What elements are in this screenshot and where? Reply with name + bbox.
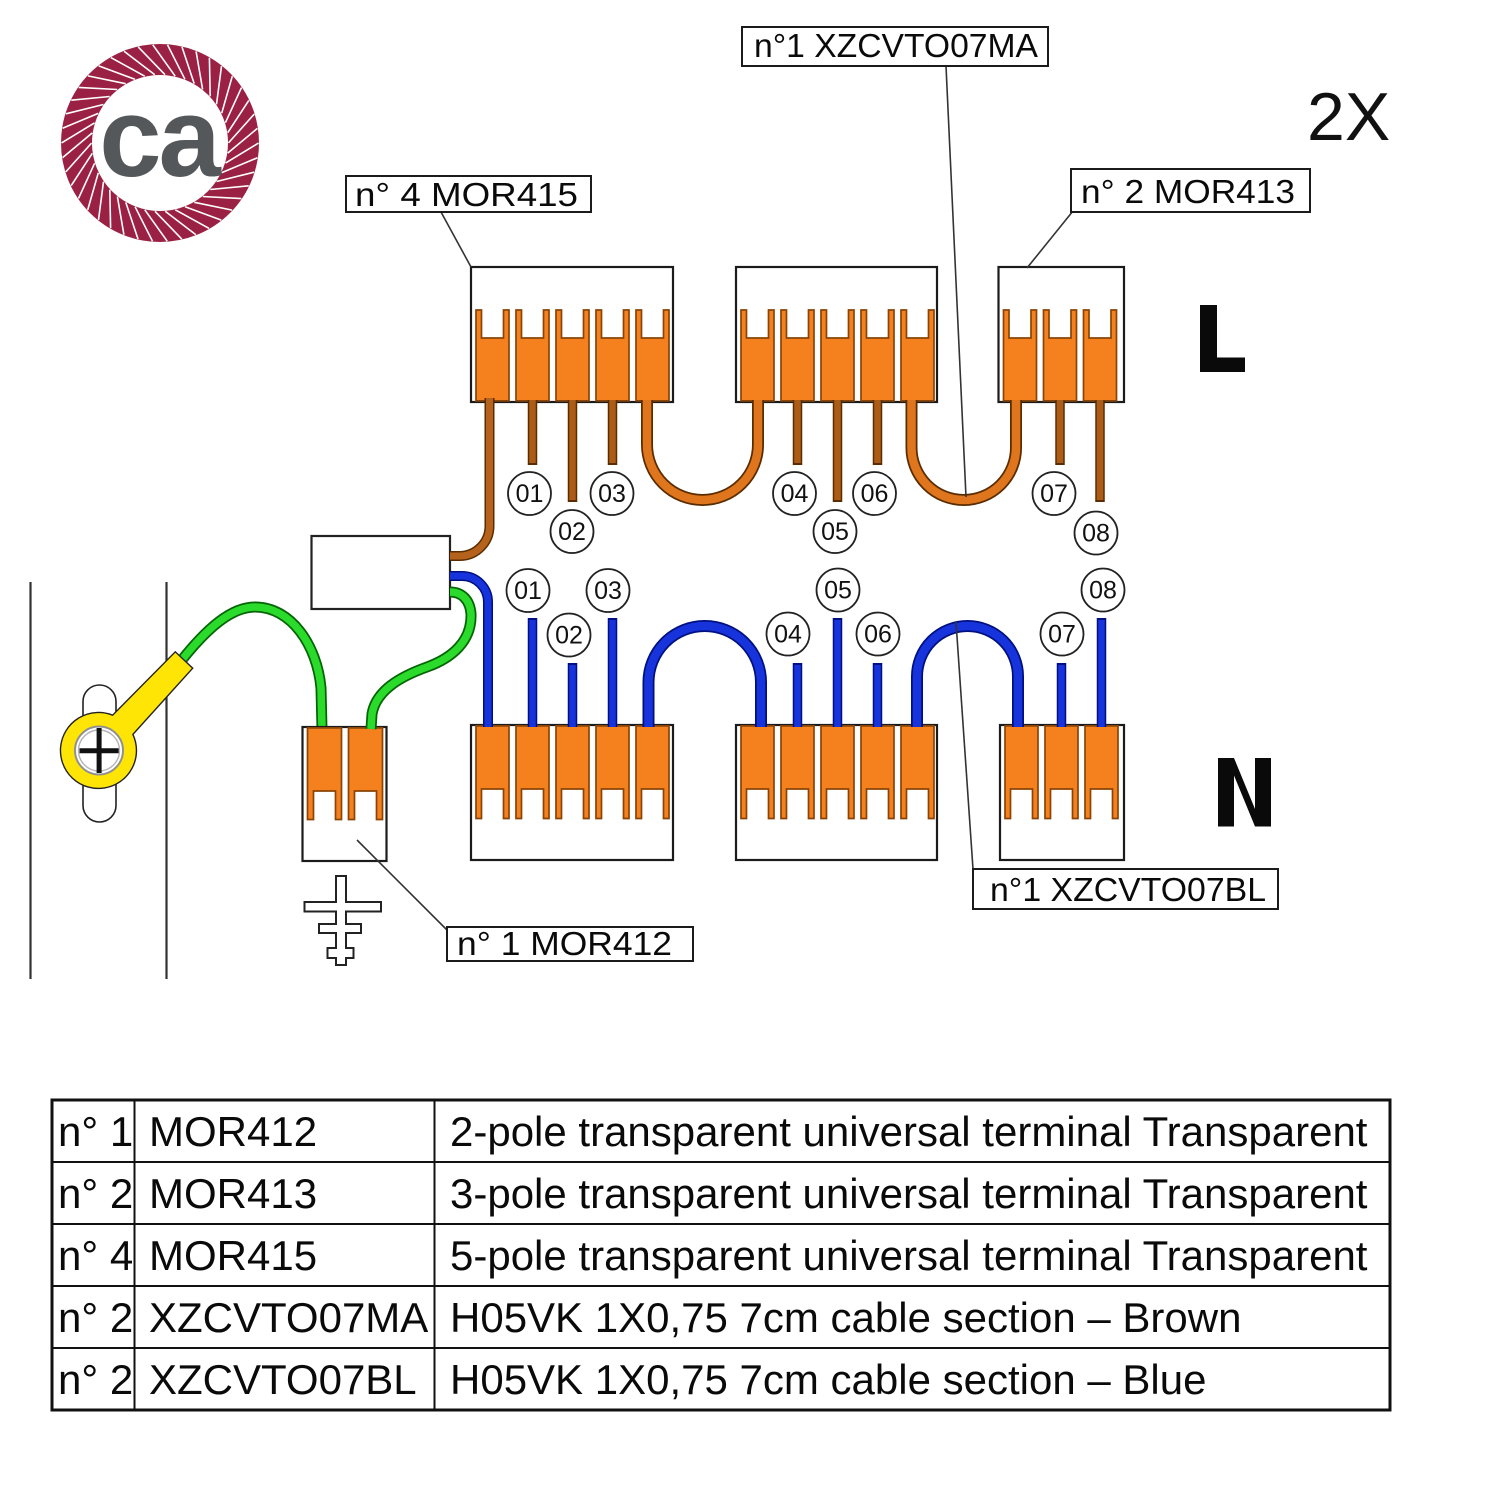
svg-text:n° 2: n° 2 — [58, 1294, 133, 1341]
svg-text:08: 08 — [1089, 577, 1117, 605]
svg-text:MOR412: MOR412 — [149, 1108, 317, 1155]
svg-text:MOR415: MOR415 — [149, 1232, 317, 1279]
svg-text:ca: ca — [99, 75, 221, 200]
svg-text:2X: 2X — [1307, 79, 1390, 155]
svg-text:n° 4 MOR415: n° 4 MOR415 — [355, 176, 578, 213]
svg-text:08: 08 — [1082, 520, 1110, 548]
svg-text:01: 01 — [516, 480, 544, 508]
svg-text:MOR413: MOR413 — [149, 1170, 317, 1217]
svg-text:n° 2: n° 2 — [58, 1170, 133, 1217]
svg-text:03: 03 — [598, 480, 626, 508]
svg-text:n° 1: n° 1 — [58, 1108, 133, 1155]
svg-text:H05VK 1X0,75 7cm cable section: H05VK 1X0,75 7cm cable section – Brown — [450, 1294, 1241, 1341]
svg-text:XZCVTO07BL: XZCVTO07BL — [149, 1356, 417, 1403]
svg-text:06: 06 — [864, 621, 892, 649]
svg-text:01: 01 — [514, 577, 542, 605]
svg-text:n°1 XZCVTO07MA: n°1 XZCVTO07MA — [754, 27, 1038, 64]
svg-text:07: 07 — [1048, 621, 1076, 649]
svg-text:05: 05 — [821, 518, 849, 546]
svg-text:04: 04 — [774, 621, 802, 649]
svg-text:06: 06 — [861, 480, 889, 508]
svg-text:3-pole transparent universal t: 3-pole transparent universal terminal Tr… — [450, 1170, 1368, 1217]
svg-text:n° 2 MOR413: n° 2 MOR413 — [1081, 173, 1295, 210]
svg-text:n° 1 MOR412: n° 1 MOR412 — [457, 925, 672, 962]
svg-text:5-pole transparent universal t: 5-pole transparent universal terminal Tr… — [450, 1232, 1368, 1279]
svg-text:2-pole transparent universal t: 2-pole transparent universal terminal Tr… — [450, 1108, 1368, 1155]
svg-text:02: 02 — [555, 622, 583, 650]
svg-text:n°1 XZCVTO07BL: n°1 XZCVTO07BL — [990, 871, 1266, 908]
svg-text:07: 07 — [1040, 480, 1068, 508]
svg-text:n° 4: n° 4 — [58, 1232, 133, 1279]
svg-text:n° 2: n° 2 — [58, 1356, 133, 1403]
svg-text:05: 05 — [824, 577, 852, 605]
svg-text:03: 03 — [594, 577, 622, 605]
svg-text:XZCVTO07MA: XZCVTO07MA — [149, 1294, 428, 1341]
svg-text:02: 02 — [558, 518, 586, 546]
svg-text:H05VK 1X0,75 7cm cable section: H05VK 1X0,75 7cm cable section – Blue — [450, 1356, 1206, 1403]
svg-text:04: 04 — [781, 480, 809, 508]
